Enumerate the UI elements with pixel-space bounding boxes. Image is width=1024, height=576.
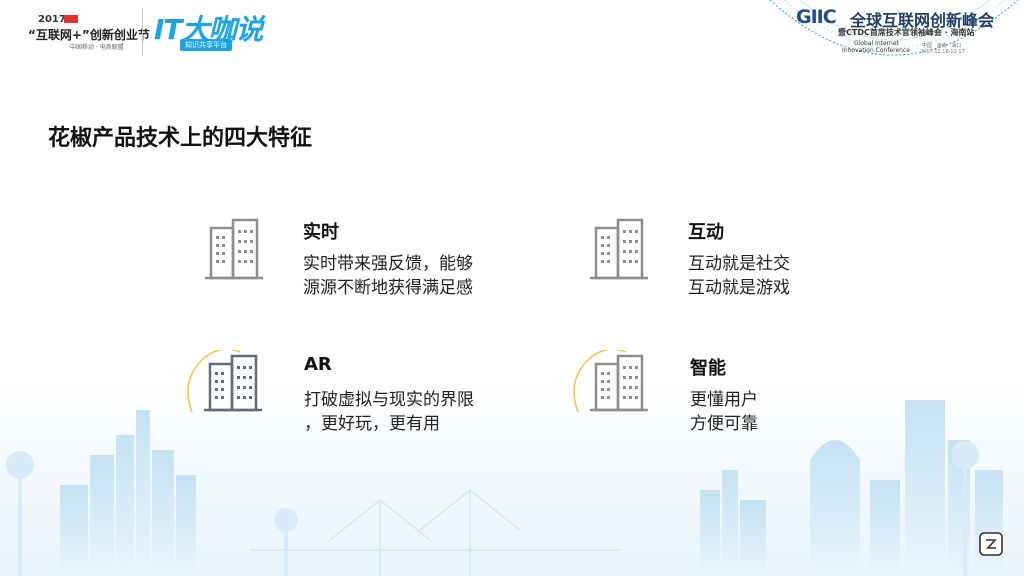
- feature-desc-line: 更懂用户: [690, 390, 758, 410]
- brand-corner-icon: [979, 532, 1003, 556]
- logo-divider: [142, 8, 143, 56]
- building-icon: [178, 348, 278, 430]
- city-skyline-illustration: [6, 400, 1003, 576]
- giic-venue: 中国 · 海南 · 海口: [922, 43, 962, 49]
- feature-title: 互动: [688, 222, 724, 243]
- building-icon: [564, 348, 664, 430]
- feature-desc-line: 方便可靠: [690, 414, 758, 434]
- giic-date: 2017.12.16-12.17: [920, 49, 965, 55]
- giic-subtitle: 暨CTDC首席技术官领袖峰会 · 海南站: [838, 28, 975, 37]
- event-logo-year: 2017: [38, 14, 66, 25]
- feature-desc: 实时带来强反馈，能够 源源不断地获得满足感: [303, 252, 473, 300]
- feature-title: AR: [304, 354, 332, 375]
- feature-desc-line: 实时带来强反馈，能够: [303, 254, 473, 274]
- feature-title: 实时: [303, 222, 339, 243]
- feature-title: 智能: [690, 358, 726, 379]
- feature-ar: AR 打破虚拟与现实的界限 ，更好玩，更有用: [178, 348, 498, 460]
- it-dakashuo-logo: IT大咖说 知识共享平台: [152, 8, 272, 52]
- feature-desc-line: 互动就是游戏: [688, 278, 790, 298]
- giic-logo: GIIC 全球互联网创新峰会 暨CTDC首席技术官领袖峰会 · 海南站 Glob…: [760, 0, 1024, 70]
- feature-desc: 更懂用户 方便可靠: [690, 388, 758, 436]
- giic-title: 全球互联网创新峰会: [850, 11, 995, 30]
- event-logo-title: “互联网+”创新创业节: [28, 28, 150, 42]
- feature-interaction: 互动 互动就是社交 互动就是游戏: [590, 214, 910, 324]
- giic-en-line1: Global Internet: [854, 40, 899, 47]
- it-logo-tag: 知识共享平台: [180, 39, 232, 51]
- feature-realtime: 实时 实时带来强反馈，能够 源源不断地获得满足感: [205, 214, 525, 324]
- feature-desc-line: 打破虚拟与现实的界限: [304, 390, 474, 410]
- page-title: 花椒产品技术上的四大特征: [48, 126, 313, 151]
- event-logo-subtitle: 中国移动 · 电商联盟: [70, 44, 124, 51]
- building-icon: [205, 214, 277, 294]
- feature-intelligence: 智能 更懂用户 方便可靠: [564, 348, 884, 460]
- globe-icon: [769, 0, 1019, 56]
- giic-en-line2: Innovation Conference: [842, 47, 910, 54]
- feature-desc: 互动就是社交 互动就是游戏: [688, 252, 790, 300]
- feature-desc: 打破虚拟与现实的界限 ，更好玩，更有用: [304, 388, 474, 436]
- feature-desc-line: ，更好玩，更有用: [304, 414, 440, 434]
- building-icon: [590, 214, 662, 294]
- event-logo-badge: [64, 15, 78, 23]
- feature-desc-line: 源源不断地获得满足感: [303, 278, 473, 298]
- event-logo: 2017 “互联网+”创新创业节 中国移动 · 电商联盟: [22, 12, 150, 54]
- feature-desc-line: 互动就是社交: [688, 254, 790, 274]
- giic-brand: GIIC: [796, 6, 837, 28]
